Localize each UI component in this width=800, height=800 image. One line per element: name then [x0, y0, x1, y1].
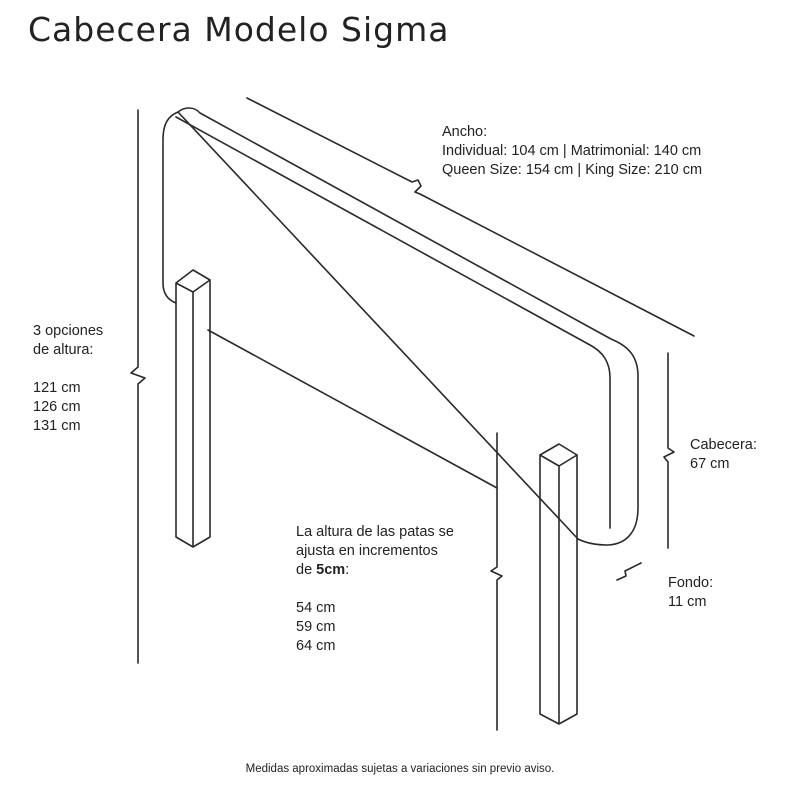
leg-text-line-2: ajusta en incrementos — [296, 543, 438, 559]
headboard-height-value: 67 cm — [690, 456, 730, 472]
leg-height-value: 64 cm — [296, 638, 336, 654]
height-option-value: 131 cm — [33, 418, 81, 434]
leg-height-block: La altura de las patas se ajusta en incr… — [296, 523, 454, 656]
leg-text-suffix: : — [345, 562, 350, 578]
width-line-2: Queen Size: 154 cm | King Size: 210 cm — [442, 162, 703, 178]
height-options-label-1: 3 opciones — [33, 323, 104, 339]
leg-height-value: 59 cm — [296, 619, 336, 635]
height-options-block: 3 opciones de altura: 121 cm 126 cm 131 … — [33, 322, 103, 436]
depth-label: Fondo: — [668, 575, 714, 591]
width-label: Ancho: — [442, 124, 488, 140]
depth-value: 11 cm — [668, 594, 707, 610]
headboard-panel-outline — [162, 107, 639, 546]
leg-height-value: 54 cm — [296, 600, 336, 616]
leg-text-line-1: La altura de las patas se — [296, 524, 454, 540]
height-option-value: 126 cm — [33, 399, 81, 415]
right-leg — [539, 443, 578, 725]
width-label-block: Ancho: Individual: 104 cm | Matrimonial:… — [442, 123, 702, 180]
width-dimension-line — [246, 97, 695, 337]
page-title: Cabecera Modelo Sigma — [28, 10, 450, 49]
depth-block: Fondo: 11 cm — [668, 574, 713, 612]
headboard-height-label: Cabecera: — [690, 437, 757, 453]
depth-dimension-line — [616, 562, 642, 581]
headboard-height-block: Cabecera: 67 cm — [690, 436, 757, 474]
disclaimer-footer: Medidas aproximadas sujetas a variacione… — [245, 763, 555, 775]
leg-text-prefix: de — [296, 562, 317, 578]
leg-text-line-3: de 5cm: — [296, 561, 454, 580]
leg-increment-value: 5cm — [316, 562, 346, 578]
leg-height-dimension-line — [490, 432, 503, 731]
width-line-1: Individual: 104 cm | Matrimonial: 140 cm — [442, 143, 702, 159]
left-leg — [175, 269, 211, 548]
height-option-value: 121 cm — [33, 380, 81, 396]
height-options-label-2: de altura: — [33, 342, 94, 358]
headboard-height-dimension-line — [663, 352, 675, 549]
headboard-top-front-edge — [175, 116, 611, 529]
overall-height-dimension-line — [130, 109, 146, 664]
